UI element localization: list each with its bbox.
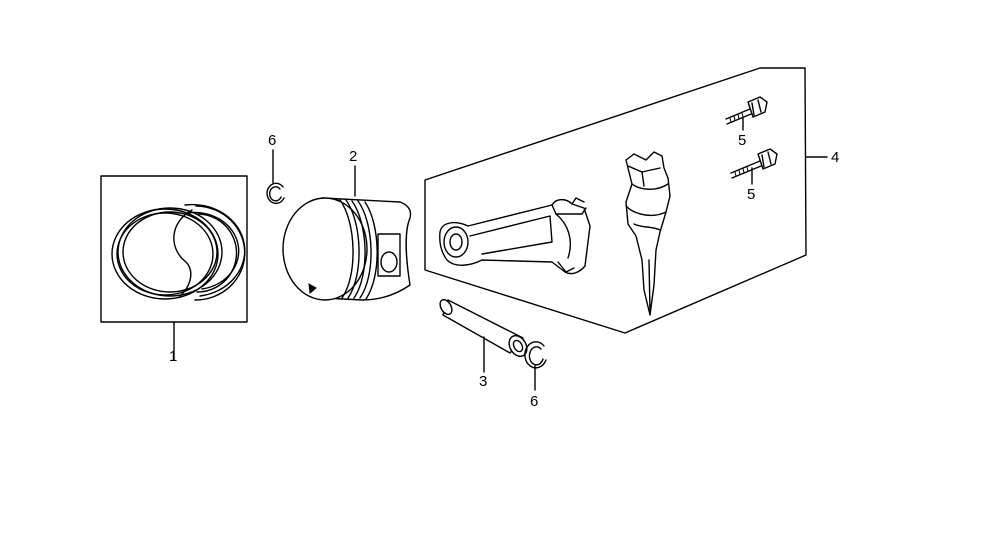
connecting-rod: [439, 197, 591, 275]
piston-ring-set: [100, 175, 248, 361]
callout-2: 2: [349, 148, 357, 165]
con-rod-frame: [424, 67, 807, 334]
callout-6-upper: 6: [268, 132, 276, 149]
callout-1: 1: [169, 348, 177, 365]
callout-5-lower: 5: [747, 186, 755, 203]
rod-bolt-lower: [730, 148, 778, 185]
piston-pin: [439, 298, 528, 373]
pin-clip-lower: [524, 341, 547, 391]
connecting-rod-assembly: 5 5: [424, 67, 828, 334]
piston: [282, 165, 412, 301]
pin-clip-upper: [266, 149, 285, 205]
callout-3: 3: [479, 373, 487, 390]
callout-6-lower: 6: [530, 393, 538, 410]
connecting-rod-cap: [625, 151, 671, 316]
callout-5-upper: 5: [738, 132, 746, 149]
callout-4: 4: [831, 149, 839, 166]
rod-bolt-upper: [725, 96, 768, 131]
